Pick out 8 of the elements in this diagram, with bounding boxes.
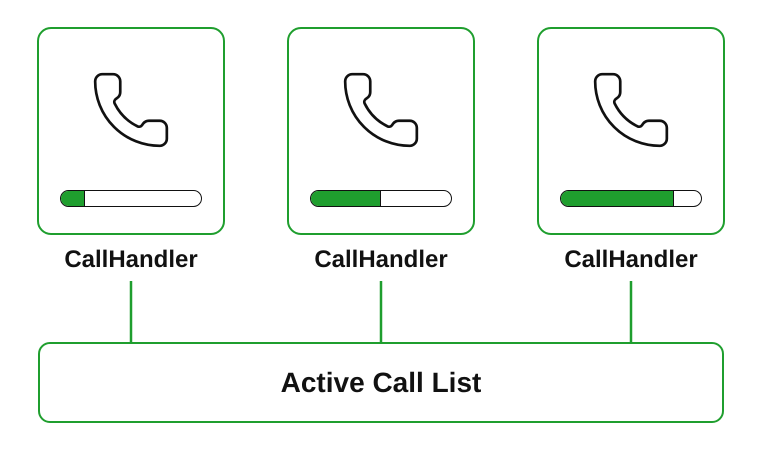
list-box: [38, 342, 724, 423]
connector-line: [630, 281, 632, 343]
connector-line: [130, 281, 132, 343]
component-name: CallHandler: [564, 246, 698, 274]
component-name: CallHandler: [314, 246, 448, 274]
component-name: CallHandler: [64, 246, 198, 274]
connector-line: [380, 281, 382, 343]
list-title: Active Call List: [280, 366, 482, 400]
